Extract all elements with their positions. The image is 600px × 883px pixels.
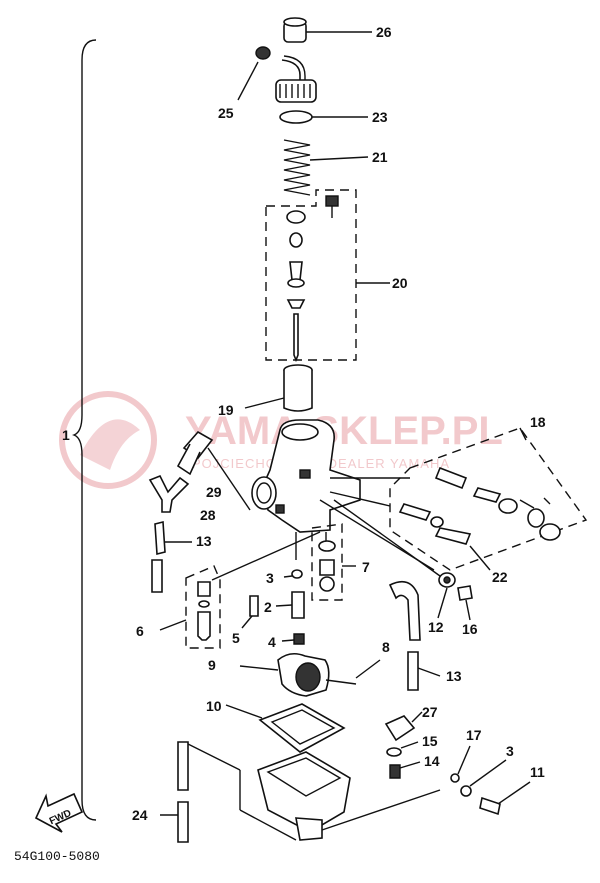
part-10-float-gasket xyxy=(225,703,346,753)
callout-24: 24 xyxy=(132,807,148,823)
diagram-code: 54G100-5080 xyxy=(14,849,100,864)
callout-27: 27 xyxy=(422,704,438,720)
part-19-throttle-valve xyxy=(244,364,313,412)
part-11-drain-screw xyxy=(479,781,531,816)
leader-lines xyxy=(211,477,441,581)
callout-6: 6 xyxy=(136,623,144,639)
callout-1: 1 xyxy=(62,427,70,443)
part-7-group xyxy=(311,523,356,601)
part-8-overflow-hose xyxy=(388,580,421,641)
part-3b-oring xyxy=(460,759,507,797)
part-8-float-pin xyxy=(325,659,381,685)
callout-7: 7 xyxy=(362,559,370,575)
part-21-spring xyxy=(283,139,369,196)
part-28-y-fitting xyxy=(148,474,190,513)
part-17-oring xyxy=(450,745,471,783)
callout-2: 2 xyxy=(264,599,272,615)
callout-18: 18 xyxy=(530,414,546,430)
callout-21: 21 xyxy=(372,149,388,165)
callout-22: 22 xyxy=(492,569,508,585)
part-14-screw xyxy=(389,761,421,779)
part-top-cap xyxy=(275,55,317,103)
float-bowl xyxy=(257,751,441,841)
callout-19: 19 xyxy=(218,402,234,418)
callout-3b: 3 xyxy=(506,743,514,759)
callout-8: 8 xyxy=(382,639,390,655)
callout-16: 16 xyxy=(462,621,478,637)
callout-15: 15 xyxy=(422,733,438,749)
callout-5: 5 xyxy=(232,630,240,646)
part-16-screw xyxy=(457,585,473,621)
part-29-hose xyxy=(176,430,251,511)
part-24-drain-hose xyxy=(160,741,297,843)
part-23-gasket xyxy=(279,110,368,124)
callout-9: 9 xyxy=(208,657,216,673)
part-13-hose-right xyxy=(407,651,441,691)
part-6-group xyxy=(159,565,221,649)
part-18-screw-group xyxy=(389,427,588,571)
part-26-cap xyxy=(283,17,372,43)
carburetor-body xyxy=(251,419,361,533)
callout-28: 28 xyxy=(200,507,216,523)
part-5-pilot-jet xyxy=(241,595,259,629)
watermark-brand: YAMA-SKLEP.PL xyxy=(185,409,503,453)
callout-13a: 13 xyxy=(196,533,212,549)
callout-25: 25 xyxy=(218,105,234,121)
callout-20: 20 xyxy=(392,275,408,291)
part-2-jet xyxy=(275,591,305,619)
callout-29: 29 xyxy=(206,484,222,500)
part-22-leader xyxy=(469,545,491,571)
part-4-jet xyxy=(281,633,305,645)
callout-26: 26 xyxy=(376,24,392,40)
part-9-float xyxy=(239,652,330,697)
callout-11: 11 xyxy=(530,764,545,780)
callout-17: 17 xyxy=(466,727,482,743)
callout-3a: 3 xyxy=(266,570,274,586)
part-25-adjuster xyxy=(237,46,271,101)
fwd-arrow-icon: FWD xyxy=(34,792,84,833)
callout-14: 14 xyxy=(424,753,440,769)
callout-12: 12 xyxy=(428,619,444,635)
part-3-oring xyxy=(283,569,303,579)
part-20-needle-group xyxy=(265,189,390,363)
callout-13b: 13 xyxy=(446,668,462,684)
part-15-washer xyxy=(386,741,419,757)
watermark: YAMA-SKLEP.PL POJCIECHOWSKI | DEALER YAM… xyxy=(59,391,503,489)
part-13-hose-left xyxy=(151,520,166,593)
callout-4: 4 xyxy=(268,634,276,650)
assembly-brace xyxy=(72,39,97,821)
callout-10: 10 xyxy=(206,698,222,714)
part-12-washer xyxy=(437,572,456,619)
callout-23: 23 xyxy=(372,109,388,125)
part-27-bracket xyxy=(384,711,423,742)
